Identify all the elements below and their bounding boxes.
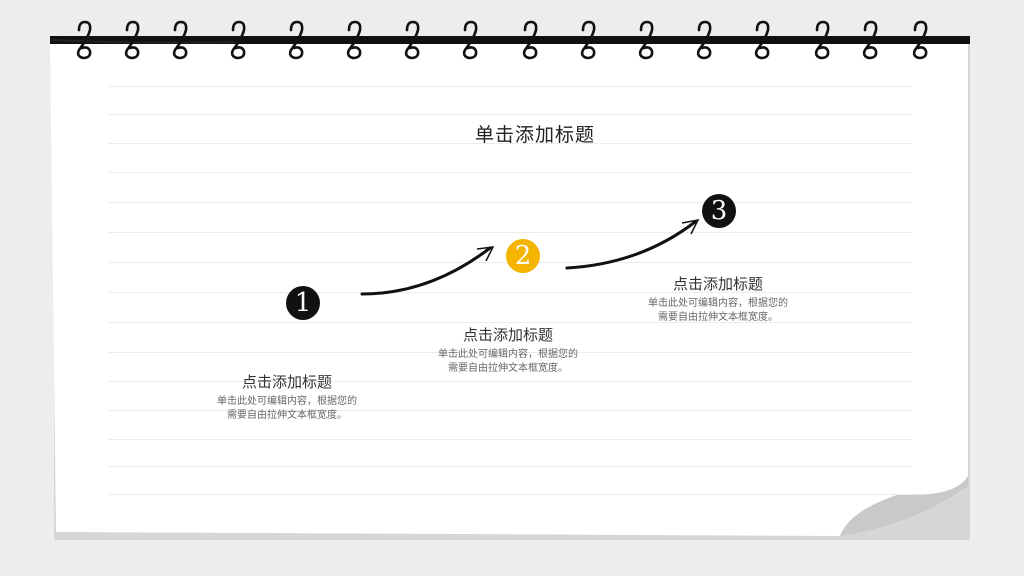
spiral-ring-icon — [124, 20, 140, 60]
ruled-line — [108, 114, 912, 115]
title-underline — [51, 39, 235, 44]
spiral-ring-icon — [404, 20, 420, 60]
step-2-body[interactable]: 单击此处可编辑内容，根据您的 需要自由拉伸文本框宽度。 — [413, 348, 603, 376]
spiral-ring-icon — [76, 20, 92, 60]
spiral-ring-icon — [912, 20, 928, 60]
spiral-ring-icon — [172, 20, 188, 60]
ruled-line — [108, 352, 912, 353]
step-1-body-line1: 单击此处可编辑内容，根据您的 — [217, 396, 357, 407]
spiral-binding-bar — [50, 36, 970, 44]
ruled-line — [108, 439, 912, 440]
slide-title[interactable]: 单击添加标题 — [474, 124, 595, 146]
step-3-body[interactable]: 单击此处可编辑内容，根据您的 需要自由拉伸文本框宽度。 — [623, 297, 813, 325]
ruled-line — [108, 172, 912, 173]
spiral-ring-icon — [522, 20, 538, 60]
ruled-line — [108, 202, 912, 203]
spiral-ring-icon — [346, 20, 362, 60]
step-2-body-line2: 需要自由拉伸文本框宽度。 — [448, 363, 568, 374]
spiral-ring-icon — [754, 20, 770, 60]
arrows-layer — [360, 218, 700, 296]
arrow-1-to-2 — [360, 246, 495, 296]
step-1-heading[interactable]: 点击添加标题 — [241, 373, 332, 391]
spiral-ring-icon — [696, 20, 712, 60]
spiral-ring-icon — [288, 20, 304, 60]
step-1-body-line2: 需要自由拉伸文本框宽度。 — [227, 410, 347, 421]
ruled-line — [108, 410, 912, 411]
spiral-ring-icon — [862, 20, 878, 60]
spiral-ring-icon — [230, 20, 246, 60]
ruled-line — [108, 292, 912, 293]
ruled-line — [108, 232, 912, 233]
spiral-ring-icon — [462, 20, 478, 60]
step-3-badge: 3 — [702, 194, 736, 228]
paper-sheet — [50, 40, 968, 536]
step-1-body[interactable]: 单击此处可编辑内容，根据您的 需要自由拉伸文本框宽度。 — [192, 395, 382, 423]
ruled-line — [108, 86, 912, 87]
arrow-2-to-3 — [565, 218, 700, 270]
step-2-badge: 2 — [506, 239, 540, 273]
step-1-badge: 1 — [286, 286, 320, 320]
spiral-ring-icon — [814, 20, 830, 60]
ruled-line — [108, 494, 912, 495]
step-3-body-line1: 单击此处可编辑内容，根据您的 — [648, 298, 788, 309]
spiral-ring-icon — [580, 20, 596, 60]
step-3-body-line2: 需要自由拉伸文本框宽度。 — [658, 312, 778, 323]
notebook-page: 单击添加标题 1 2 3 点击添加标题 单击此处可编辑内容，根据您的 需要自由拉… — [50, 36, 970, 536]
ruled-line — [108, 322, 912, 323]
ruled-line — [108, 381, 912, 382]
step-3-heading[interactable]: 点击添加标题 — [672, 275, 763, 293]
spiral-ring-icon — [638, 20, 654, 60]
step-2-heading[interactable]: 点击添加标题 — [462, 326, 553, 344]
ruled-line — [108, 466, 912, 467]
step-2-body-line1: 单击此处可编辑内容，根据您的 — [438, 349, 578, 360]
ruled-line — [108, 143, 912, 144]
